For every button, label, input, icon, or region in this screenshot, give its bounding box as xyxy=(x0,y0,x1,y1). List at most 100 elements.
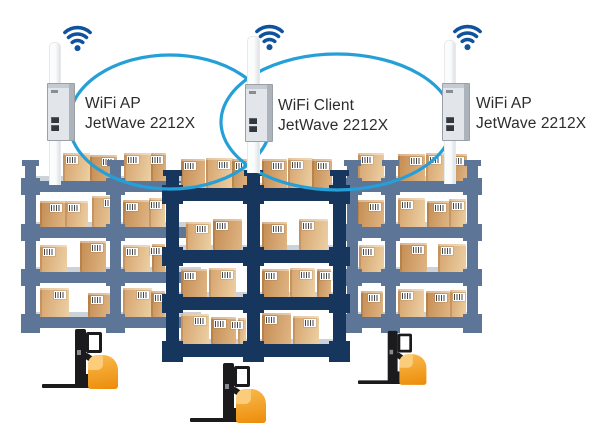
rack-foot xyxy=(343,326,362,333)
forklift-seat-pad xyxy=(399,354,413,368)
cardboard-box xyxy=(88,293,110,317)
box-barcode-label xyxy=(43,248,55,256)
cardboard-box xyxy=(262,222,287,250)
cardboard-box xyxy=(450,290,466,317)
box-barcode-label xyxy=(50,204,62,212)
device-port xyxy=(249,118,257,124)
cardboard-box xyxy=(290,268,315,297)
cardboard-box xyxy=(398,289,424,317)
forklift xyxy=(190,362,266,424)
rack-post xyxy=(25,160,36,333)
box-barcode-label xyxy=(91,296,103,304)
box-barcode-label xyxy=(272,225,284,233)
cardboard-box xyxy=(262,313,291,344)
box-barcode-label xyxy=(265,272,277,280)
rack-joint xyxy=(343,224,362,241)
jetwave-2212x-device xyxy=(245,84,273,142)
rack-foot xyxy=(381,326,400,333)
forklift-handle xyxy=(234,366,250,387)
rack-joint xyxy=(243,185,264,204)
cardboard-box xyxy=(357,200,384,227)
box-barcode-label xyxy=(362,248,374,256)
box-barcode-label xyxy=(127,156,139,164)
cardboard-box xyxy=(213,219,242,250)
box-barcode-label xyxy=(137,291,149,299)
forklift-mast-notch xyxy=(225,384,229,389)
device-label xyxy=(446,90,453,93)
rack-post-cap xyxy=(344,160,361,166)
box-barcode-label xyxy=(194,317,206,325)
box-barcode-label xyxy=(369,203,381,211)
rack-foot xyxy=(162,355,183,362)
rack-foot xyxy=(463,326,482,333)
cardboard-box xyxy=(398,198,425,227)
cardboard-box xyxy=(293,316,319,344)
box-barcode-label xyxy=(272,162,284,170)
cardboard-box xyxy=(359,245,384,272)
cardboard-box xyxy=(312,159,332,188)
rack-post xyxy=(467,160,478,333)
box-barcode-label xyxy=(401,292,413,300)
rack-post xyxy=(347,160,358,333)
cardboard-box xyxy=(65,201,88,227)
box-barcode-label xyxy=(150,201,162,209)
box-barcode-label xyxy=(368,294,380,302)
rack-joint xyxy=(463,269,482,286)
cardboard-box xyxy=(438,244,466,272)
cardboard-box xyxy=(288,158,313,188)
box-barcode-label xyxy=(441,247,453,255)
forklift-mast-notch xyxy=(77,350,81,355)
rack-joint xyxy=(463,178,482,195)
device-side-panel xyxy=(464,84,469,140)
forklift-mast xyxy=(223,363,234,421)
node-model: JetWave 2212X xyxy=(278,117,389,134)
rack-post xyxy=(385,160,396,333)
device-port xyxy=(249,126,257,132)
rack-joint xyxy=(329,294,350,313)
rack-post xyxy=(166,170,179,362)
cardboard-box xyxy=(40,201,65,227)
cardboard-box xyxy=(209,268,236,297)
rack-joint xyxy=(21,269,40,286)
cardboard-box xyxy=(186,222,211,250)
box-barcode-label xyxy=(184,162,196,170)
cardboard-box xyxy=(427,201,449,227)
box-barcode-label xyxy=(150,247,162,255)
cardboard-box xyxy=(317,269,332,297)
rack-post-cap xyxy=(244,170,263,176)
device-port xyxy=(51,125,59,131)
box-barcode-label xyxy=(291,161,303,169)
cardboard-box xyxy=(123,200,149,227)
box-barcode-label xyxy=(126,248,138,256)
rack-joint xyxy=(381,224,400,241)
box-barcode-label xyxy=(184,272,196,280)
rack-joint xyxy=(162,294,183,313)
forklift-handle xyxy=(86,332,102,353)
box-barcode-label xyxy=(410,157,422,165)
box-barcode-label xyxy=(300,271,312,279)
rack-joint xyxy=(329,247,350,266)
rack-post xyxy=(110,160,121,333)
forklift-mast-notch xyxy=(389,349,394,355)
rack-joint xyxy=(243,294,264,313)
jetwave-2212x-device xyxy=(47,83,75,141)
box-barcode-label xyxy=(412,246,424,254)
cardboard-box xyxy=(400,243,427,272)
forklift xyxy=(358,330,427,386)
cardboard-box xyxy=(124,153,151,181)
rack-post-cap xyxy=(107,160,124,166)
forklift-handle xyxy=(397,333,412,353)
rack-post xyxy=(333,170,346,362)
rack-post-cap xyxy=(330,170,349,176)
box-barcode-label xyxy=(151,156,163,164)
device-port xyxy=(446,125,454,131)
node-role: WiFi AP xyxy=(85,95,141,112)
rack-post-cap xyxy=(163,170,182,176)
rack-post-cap xyxy=(464,160,481,166)
rack-joint xyxy=(162,247,183,266)
rack-foot xyxy=(329,355,350,362)
device-top-panel xyxy=(48,84,74,88)
